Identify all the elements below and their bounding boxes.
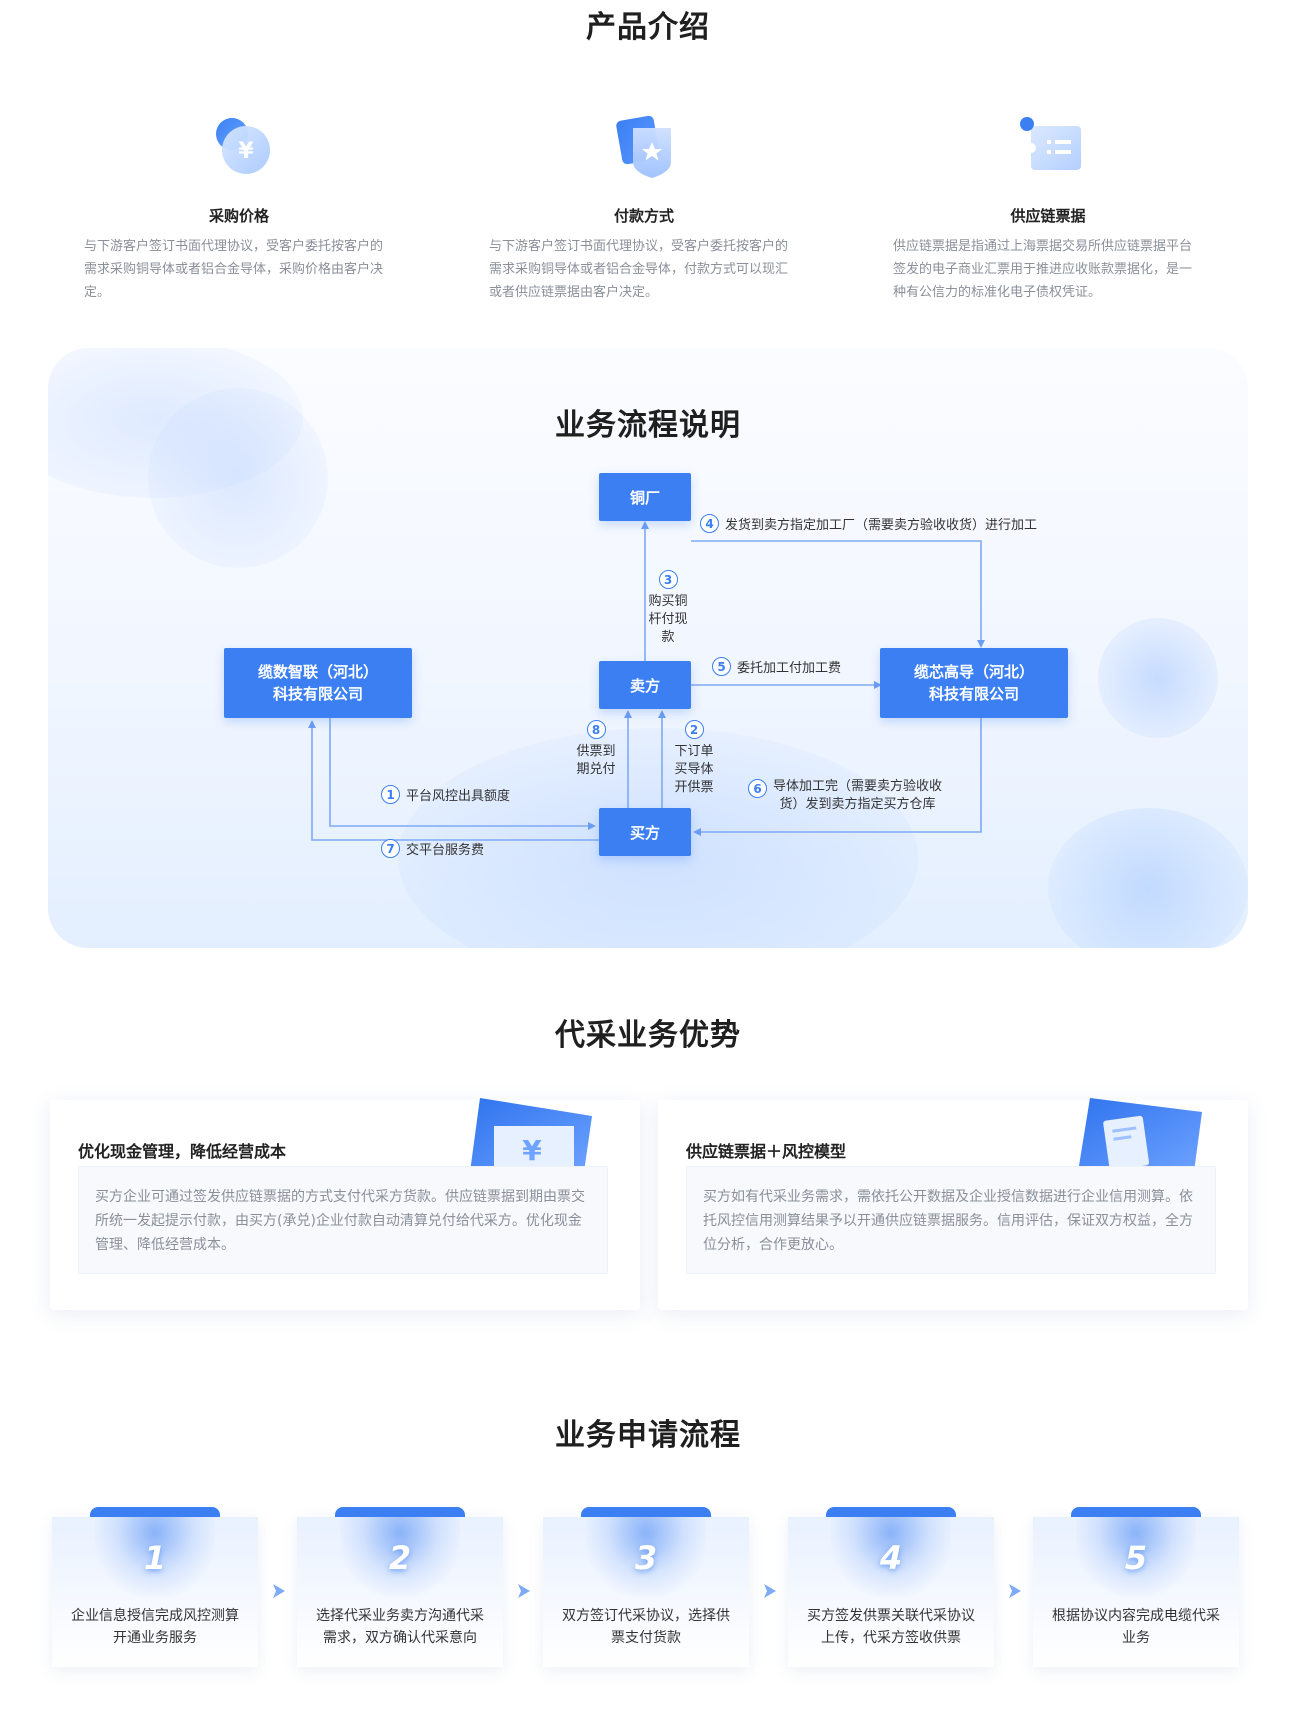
step-label-7: 7 交平台服务费 bbox=[381, 839, 484, 858]
step-label-1: 1 平台风控出具额度 bbox=[381, 785, 510, 804]
step-number: 5 bbox=[1124, 1539, 1148, 1577]
step-text: 发货到卖方指定加工厂（需要卖方验收收货）进行加工 bbox=[725, 518, 1038, 533]
step-text: 购买铜 bbox=[648, 594, 688, 609]
step-description: 选择代采业务卖方沟通代采需求，双方确认代采意向 bbox=[316, 1608, 484, 1646]
arrow-right-icon bbox=[764, 1584, 776, 1598]
node-processor-line1: 缆芯高导（河北） bbox=[913, 663, 1034, 681]
svg-text:¥: ¥ bbox=[238, 139, 254, 164]
node-seller: 卖方 bbox=[599, 661, 691, 709]
intro-title: 付款方式 bbox=[613, 207, 674, 225]
step-text: 供票到 bbox=[576, 744, 616, 759]
step-text: 平台风控出具额度 bbox=[406, 789, 511, 804]
step-number-7: 7 bbox=[381, 839, 400, 858]
step-text: 货）发到卖方指定买方仓库 bbox=[779, 797, 936, 812]
step-text: 开供票 bbox=[674, 780, 714, 795]
step-description: 双方签订代采协议，选择供票支付货款 bbox=[562, 1608, 730, 1646]
section-title-apply: 业务申请流程 bbox=[555, 1418, 741, 1453]
step-text: 期兑付 bbox=[576, 762, 616, 777]
step-tab bbox=[335, 1507, 465, 1517]
apply-step-5: 5 根据协议内容完成电缆代采业务 bbox=[1033, 1507, 1239, 1667]
node-buyer: 买方 bbox=[599, 808, 691, 856]
svg-text:¥: ¥ bbox=[522, 1134, 542, 1167]
advantage-desc: 买方如有代采业务需求，需依托公开数据及企业授信数据进行企业信用测算。依托风控信用… bbox=[686, 1166, 1216, 1274]
intro-title: 采购价格 bbox=[208, 207, 269, 225]
step-tab bbox=[1071, 1507, 1201, 1517]
step-number-4: 4 bbox=[700, 514, 719, 533]
payment-card-star-icon bbox=[616, 115, 671, 178]
flow-panel: 业务流程说明 铜厂 卖方 买方 缆数智联（河北） bbox=[48, 348, 1248, 948]
step-description: 根据协议内容完成电缆代采业务 bbox=[1052, 1608, 1220, 1646]
step-tab bbox=[581, 1507, 711, 1517]
step-label-8: 8 供票到 期兑付 bbox=[570, 720, 622, 779]
step-number-3: 3 bbox=[658, 570, 678, 589]
node-copper-factory: 铜厂 bbox=[599, 473, 691, 521]
arrow-right-icon bbox=[273, 1584, 285, 1598]
yuan-ticket-icon: ¥ bbox=[470, 1098, 592, 1172]
apply-step-4: 4 买方签发供票关联代采协议上传，代采方签收供票 bbox=[788, 1507, 994, 1667]
step-description: 企业信息授信完成风控测算开通业务服务 bbox=[71, 1608, 239, 1646]
step-number-5: 5 bbox=[712, 657, 731, 676]
step-number-2: 2 bbox=[684, 720, 704, 739]
step-glow bbox=[586, 1517, 706, 1597]
step-glow bbox=[340, 1517, 460, 1597]
step-number: 4 bbox=[879, 1539, 903, 1577]
step-label-2: 2 下订单 买导体 开供票 bbox=[668, 720, 720, 797]
section-title-intro: 产品介绍 bbox=[586, 10, 710, 45]
section-title-advantages: 代采业务优势 bbox=[555, 1018, 741, 1053]
step-label-6: 6 导体加工完（需要卖方验收收 货）发到卖方指定买方仓库 bbox=[748, 778, 942, 814]
step-tab bbox=[826, 1507, 956, 1517]
arrow-right-icon bbox=[1009, 1584, 1021, 1598]
step-glow bbox=[831, 1517, 951, 1597]
advantage-title: 优化现金管理，降低经营成本 bbox=[78, 1142, 287, 1161]
step-text: 委托加工付加工费 bbox=[737, 661, 842, 676]
node-platform-line2: 科技有限公司 bbox=[272, 685, 363, 703]
step-number-1: 1 bbox=[381, 785, 400, 804]
step-number-6: 6 bbox=[748, 779, 767, 798]
intro-desc: 供应链票据是指通过上海票据交易所供应链票据平台签发的电子商业汇票用于推进应收账款… bbox=[893, 239, 1193, 300]
apply-step-3: 3 双方签订代采协议，选择供票支付货款 bbox=[543, 1507, 749, 1667]
step-text: 款 bbox=[661, 630, 675, 645]
step-text: 导体加工完（需要卖方验收收 bbox=[773, 779, 943, 794]
step-tab bbox=[90, 1507, 220, 1517]
node-processor-line2: 科技有限公司 bbox=[928, 685, 1019, 703]
step-glow bbox=[95, 1517, 215, 1597]
advantage-desc: 买方企业可通过签发供应链票据的方式支付代采方货款。供应链票据到期由票交所统一发起… bbox=[78, 1166, 608, 1274]
step-label-4: 4 发货到卖方指定加工厂（需要卖方验收收货）进行加工 bbox=[700, 514, 1037, 533]
step-text: 杆付现 bbox=[648, 612, 688, 627]
step-glow bbox=[1076, 1517, 1196, 1597]
intro-title: 供应链票据 bbox=[1010, 207, 1086, 225]
step-text: 交平台服务费 bbox=[406, 843, 485, 858]
step-number: 2 bbox=[388, 1539, 412, 1577]
yuan-coin-icon: ¥ bbox=[216, 118, 270, 174]
step-text: 买导体 bbox=[674, 762, 714, 777]
intro-desc: 与下游客户签订书面代理协议，受客户委托按客户的需求采购铜导体或者铝合金导体，采购… bbox=[84, 239, 384, 300]
advantage-card-risk: 供应链票据＋风控模型 买方如有代采业务需求，需依托公开数据及企业授信数据进行企业… bbox=[658, 1098, 1248, 1310]
step-label-3: 3 购买铜 杆付现 款 bbox=[646, 570, 690, 647]
apply-step-2: 2 选择代采业务卖方沟通代采需求，双方确认代采意向 bbox=[297, 1507, 503, 1667]
step-description: 买方签发供票关联代采协议上传，代采方签收供票 bbox=[807, 1608, 975, 1646]
step-number: 3 bbox=[634, 1539, 658, 1577]
step-label-5: 5 委托加工付加工费 bbox=[712, 657, 841, 676]
intro-desc: 与下游客户签订书面代理协议，受客户委托按客户的需求采购铜导体或者铝合金导体，付款… bbox=[489, 239, 789, 300]
section-title-flow: 业务流程说明 bbox=[555, 408, 741, 443]
step-number: 1 bbox=[143, 1539, 167, 1577]
document-card-icon bbox=[1078, 1098, 1202, 1172]
ticket-list-icon bbox=[1020, 117, 1081, 170]
node-processor: 缆芯高导（河北） 科技有限公司 bbox=[880, 648, 1068, 718]
apply-step-1: 1 企业信息授信完成风控测算开通业务服务 bbox=[52, 1507, 258, 1667]
node-platform: 缆数智联（河北） 科技有限公司 bbox=[224, 648, 412, 718]
advantage-card-cash: ¥ 优化现金管理，降低经营成本 买方企业可通过签发供应链票据的方式支付代采方货款… bbox=[50, 1098, 640, 1310]
node-platform-line1: 缆数智联（河北） bbox=[257, 663, 378, 681]
step-number-8: 8 bbox=[586, 720, 606, 739]
step-text: 下订单 bbox=[674, 744, 714, 759]
advantage-title: 供应链票据＋风控模型 bbox=[686, 1142, 847, 1161]
arrow-right-icon bbox=[518, 1584, 530, 1598]
flow-connectors bbox=[308, 521, 985, 841]
